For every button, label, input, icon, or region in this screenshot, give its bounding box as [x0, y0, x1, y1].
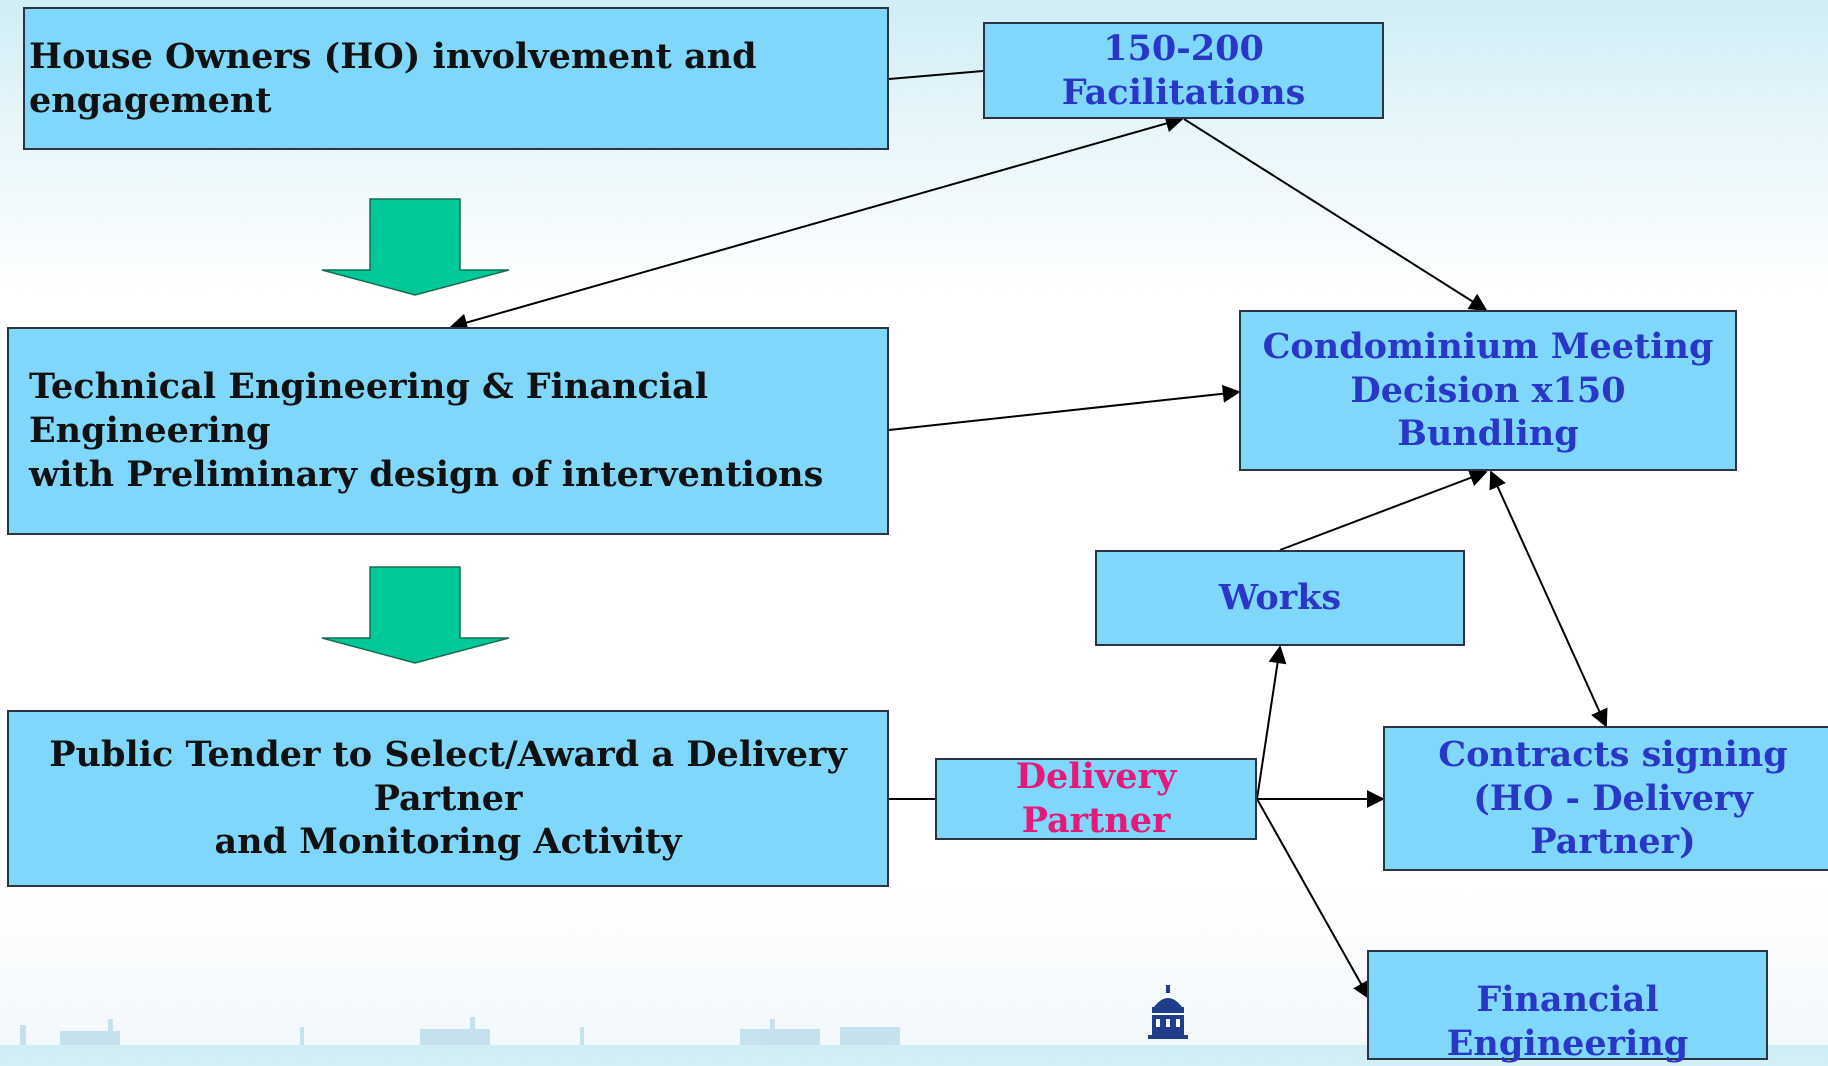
connector-delivery-financial [1256, 798, 1370, 1000]
works-box: Works [1095, 550, 1465, 646]
financial-engineering-label: Financial Engineering [1446, 979, 1689, 1064]
connector-technical-condominium [888, 384, 1241, 431]
financial-engineering-box: Financial Engineering [1367, 950, 1768, 1064]
connector-condominium-contracts [1489, 470, 1608, 728]
contracts-signing-label: Contracts signing (HO - Delivery Partner… [1438, 733, 1788, 863]
facilitations-box: 150-200 Facilitations [983, 22, 1384, 119]
connector-facilitations-condominium [1183, 118, 1488, 311]
works-label: Works [1218, 577, 1342, 619]
public-tender-box: Public Tender to Select/Award a Delivery… [7, 710, 889, 887]
flow-arrow-down-2 [321, 566, 510, 664]
building-logo-icon [1148, 985, 1188, 1039]
house-owners-box: House Owners (HO) involvement and engage… [23, 7, 889, 150]
facilitations-label: 150-200 Facilitations [1061, 27, 1306, 113]
technical-engineering-label: Technical Engineering & Financial Engine… [29, 366, 824, 495]
technical-engineering-box: Technical Engineering & Financial Engine… [7, 327, 889, 535]
skyline-decoration [20, 1017, 900, 1045]
house-owners-label: House Owners (HO) involvement and engage… [29, 35, 757, 121]
delivery-partner-label: Delivery Partner [1015, 756, 1177, 841]
connector-delivery-works [1256, 645, 1287, 800]
public-tender-label: Public Tender to Select/Award a Delivery… [49, 733, 847, 863]
connector-ho-facilitations [888, 70, 984, 80]
contracts-signing-box: Contracts signing (HO - Delivery Partner… [1383, 726, 1828, 871]
condominium-meeting-box: Condominium Meeting Decision x150 Bundli… [1239, 310, 1737, 471]
condominium-meeting-label: Condominium Meeting Decision x150 Bundli… [1262, 325, 1714, 455]
delivery-partner-box: Delivery Partner [935, 756, 1257, 841]
flow-arrow-down-1 [321, 198, 510, 296]
connector-facilitations-technical [449, 114, 1184, 332]
connector-works-condominium [1279, 469, 1488, 551]
